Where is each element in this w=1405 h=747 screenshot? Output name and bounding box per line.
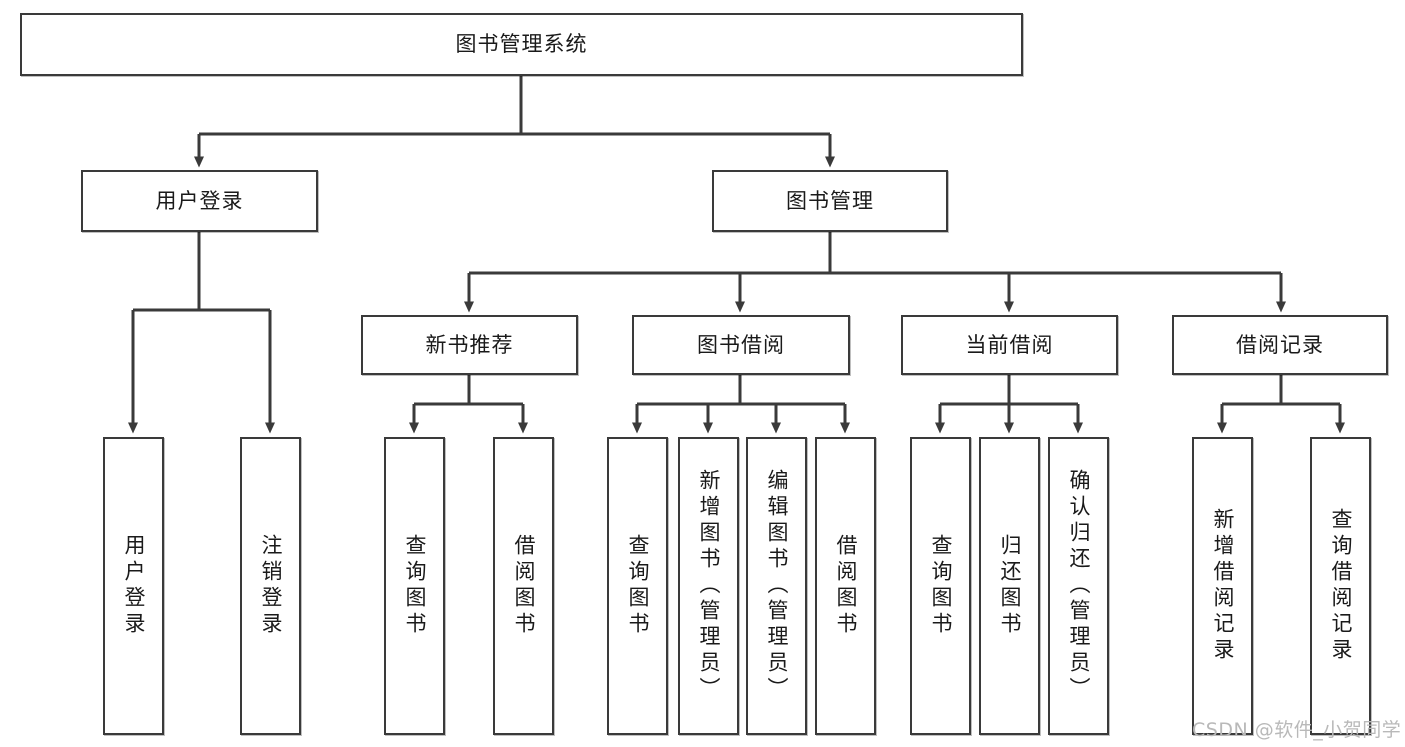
node-label: 查询图书 <box>929 534 953 638</box>
node-leaf-edit-book-admin[interactable]: 编辑图书（管理员） <box>746 437 807 735</box>
node-label: 注销登录 <box>259 534 283 638</box>
node-leaf-query-book-borrow[interactable]: 查询图书 <box>607 437 668 735</box>
node-label: 查询借阅记录 <box>1329 508 1353 664</box>
node-new-book-recommend[interactable]: 新书推荐 <box>361 315 578 375</box>
node-label: 用户登录 <box>122 534 146 638</box>
csdn-watermark: CSDN @软件_小贺同学 <box>1192 719 1402 741</box>
node-root-book-management-system[interactable]: 图书管理系统 <box>20 13 1023 76</box>
node-leaf-confirm-return-admin[interactable]: 确认归还（管理员） <box>1048 437 1109 735</box>
node-current-borrow[interactable]: 当前借阅 <box>901 315 1118 375</box>
node-label: 新书推荐 <box>425 332 514 357</box>
node-book-borrow[interactable]: 图书借阅 <box>632 315 850 375</box>
node-label: 当前借阅 <box>965 332 1054 357</box>
node-leaf-add-book-admin[interactable]: 新增图书（管理员） <box>678 437 739 735</box>
node-leaf-user-login[interactable]: 用户登录 <box>103 437 164 735</box>
node-leaf-logout[interactable]: 注销登录 <box>240 437 301 735</box>
node-leaf-add-borrow-record[interactable]: 新增借阅记录 <box>1192 437 1253 735</box>
node-leaf-query-book-recommend[interactable]: 查询图书 <box>384 437 445 735</box>
node-label: 图书管理系统 <box>455 32 588 57</box>
node-label: 借阅图书 <box>834 534 858 638</box>
node-user-login[interactable]: 用户登录 <box>81 170 318 232</box>
node-label: 图书借阅 <box>697 332 785 357</box>
node-borrow-record[interactable]: 借阅记录 <box>1172 315 1388 375</box>
node-label: 用户登录 <box>155 188 244 213</box>
node-leaf-query-borrow-record[interactable]: 查询借阅记录 <box>1310 437 1371 735</box>
node-label: 归还图书 <box>998 534 1022 638</box>
node-leaf-borrow-book-recommend[interactable]: 借阅图书 <box>493 437 554 735</box>
node-leaf-query-book-current[interactable]: 查询图书 <box>910 437 971 735</box>
node-label: 新增图书（管理员） <box>697 469 721 703</box>
node-label: 编辑图书（管理员） <box>765 469 789 703</box>
node-leaf-borrow-book[interactable]: 借阅图书 <box>815 437 876 735</box>
node-leaf-return-book[interactable]: 归还图书 <box>979 437 1040 735</box>
node-book-management[interactable]: 图书管理 <box>712 170 948 232</box>
node-label: 借阅图书 <box>512 534 536 638</box>
node-label: 新增借阅记录 <box>1211 508 1235 664</box>
node-label: 查询图书 <box>626 534 650 638</box>
node-label: 查询图书 <box>403 534 427 638</box>
node-label: 借阅记录 <box>1236 332 1324 357</box>
node-label: 图书管理 <box>786 188 874 213</box>
node-label: 确认归还（管理员） <box>1067 469 1091 703</box>
